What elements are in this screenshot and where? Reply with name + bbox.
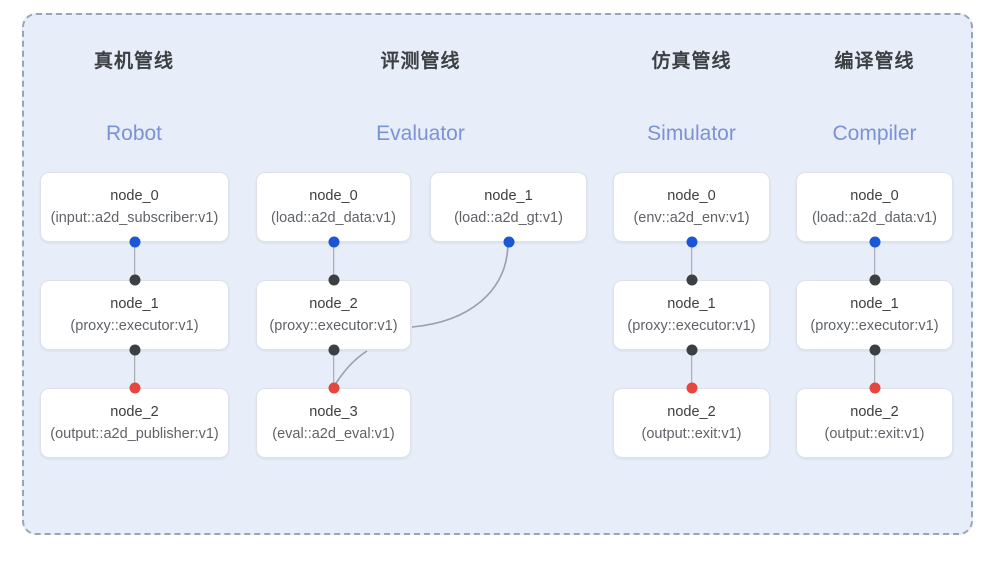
- node-spec: (eval::a2d_eval:v1): [272, 426, 395, 442]
- column-title-cn-compiler: 编译管线: [834, 51, 915, 72]
- node-robot-2[interactable]: node_2 (output::a2d_publisher:v1): [40, 388, 229, 458]
- port-dot-simulator-2-in: [686, 382, 697, 394]
- node-simulator-2[interactable]: node_2 (output::exit:v1): [613, 388, 770, 458]
- node-name: node_3: [309, 403, 358, 420]
- pipeline-column-simulator: 仿真管线 Simulator: [613, 0, 770, 563]
- node-spec: (output::a2d_publisher:v1): [50, 426, 219, 442]
- column-title-en-evaluator: Evaluator: [376, 122, 465, 145]
- node-name: node_2: [309, 295, 358, 312]
- node-evaluator-0[interactable]: node_0 (load::a2d_data:v1): [256, 172, 411, 242]
- connector-robot-0-1: [133, 242, 136, 280]
- connector-compiler-0-1: [873, 242, 876, 280]
- port-dot-evaluator-3-in: [328, 382, 339, 394]
- node-compiler-1[interactable]: node_1 (proxy::executor:v1): [796, 280, 953, 350]
- pipeline-column-evaluator: 评测管线 Evaluator: [343, 0, 498, 563]
- column-title-cn-simulator: 仿真管线: [651, 51, 732, 72]
- port-dot-evaluator-0-out: [328, 236, 339, 248]
- node-spec: (proxy::executor:v1): [70, 318, 199, 334]
- pipeline-column-robot: 真机管线 Robot: [39, 0, 229, 563]
- pipeline-column-compiler: 编译管线 Compiler: [796, 0, 953, 563]
- connector-evaluator-0-2: [332, 242, 335, 280]
- port-dot-compiler-2-in: [869, 382, 880, 394]
- node-spec: (output::exit:v1): [824, 426, 925, 442]
- node-simulator-0[interactable]: node_0 (env::a2d_env:v1): [613, 172, 770, 242]
- port-dot-compiler-0-out: [869, 236, 880, 248]
- node-name: node_2: [110, 403, 159, 420]
- port-dot-evaluator-2-out: [328, 344, 339, 356]
- node-compiler-2[interactable]: node_2 (output::exit:v1): [796, 388, 953, 458]
- node-spec: (load::a2d_data:v1): [812, 210, 937, 226]
- node-name: node_1: [850, 295, 899, 312]
- node-name: node_1: [667, 295, 716, 312]
- port-dot-evaluator-2-in: [328, 274, 339, 286]
- node-name: node_0: [309, 187, 358, 204]
- node-robot-1[interactable]: node_1 (proxy::executor:v1): [40, 280, 229, 350]
- node-compiler-0[interactable]: node_0 (load::a2d_data:v1): [796, 172, 953, 242]
- port-dot-robot-2-in: [129, 382, 140, 394]
- port-dot-compiler-1-out: [869, 344, 880, 356]
- port-dot-robot-0-out: [129, 236, 140, 248]
- node-name: node_0: [850, 187, 899, 204]
- connector-simulator-0-1: [690, 242, 693, 280]
- port-dot-robot-1-out: [129, 344, 140, 356]
- connector-robot-1-2: [133, 350, 136, 388]
- port-dot-simulator-1-out: [686, 344, 697, 356]
- node-spec: (proxy::executor:v1): [627, 318, 756, 334]
- port-dot-simulator-0-out: [686, 236, 697, 248]
- column-title-cn-evaluator: 评测管线: [380, 51, 461, 72]
- node-spec: (env::a2d_env:v1): [633, 210, 750, 226]
- column-title-cn-robot: 真机管线: [93, 51, 174, 72]
- node-name: node_1: [484, 187, 533, 204]
- port-dot-evaluator-1-out: [503, 236, 514, 248]
- node-spec: (input::a2d_subscriber:v1): [50, 210, 219, 226]
- port-dot-simulator-1-in: [686, 274, 697, 286]
- connector-simulator-1-2: [690, 350, 693, 388]
- node-evaluator-2[interactable]: node_2 (proxy::executor:v1): [256, 280, 411, 350]
- connector-compiler-1-2: [873, 350, 876, 388]
- node-simulator-1[interactable]: node_1 (proxy::executor:v1): [613, 280, 770, 350]
- node-evaluator-1-gt[interactable]: node_1 (load::a2d_gt:v1): [430, 172, 587, 242]
- column-title-en-compiler: Compiler: [832, 122, 917, 145]
- node-robot-0[interactable]: node_0 (input::a2d_subscriber:v1): [40, 172, 229, 242]
- port-dot-compiler-1-in: [869, 274, 880, 286]
- node-name: node_2: [850, 403, 899, 420]
- node-spec: (output::exit:v1): [641, 426, 742, 442]
- node-spec: (load::a2d_gt:v1): [454, 210, 563, 226]
- node-name: node_0: [110, 187, 159, 204]
- node-spec: (proxy::executor:v1): [269, 318, 398, 334]
- node-spec: (load::a2d_data:v1): [271, 210, 396, 226]
- node-name: node_1: [110, 295, 159, 312]
- column-title-en-robot: Robot: [105, 122, 163, 145]
- node-evaluator-3[interactable]: node_3 (eval::a2d_eval:v1): [256, 388, 411, 458]
- node-spec: (proxy::executor:v1): [810, 318, 939, 334]
- node-name: node_0: [667, 187, 716, 204]
- node-name: node_2: [667, 403, 716, 420]
- port-dot-robot-1-in: [129, 274, 140, 286]
- column-title-en-simulator: Simulator: [647, 122, 736, 145]
